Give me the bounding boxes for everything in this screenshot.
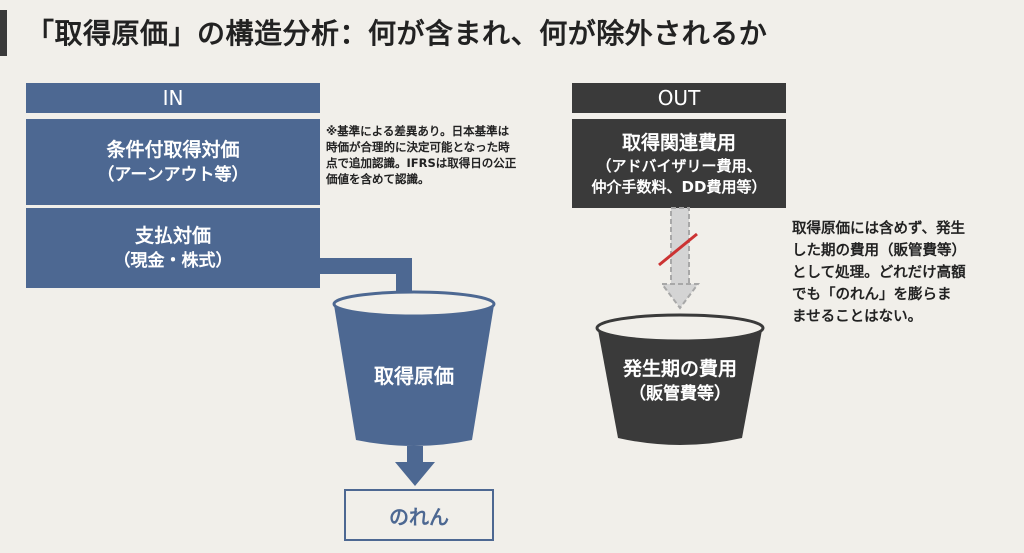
acquisition-costs-box: 取得関連費用 （アドバイザリー費用、 仲介手数料、DD費用等）: [572, 119, 786, 208]
acquisition-costs-sub2: 仲介手数料、DD費用等）: [591, 177, 767, 196]
in-header: IN: [26, 83, 320, 113]
contingent-consideration-label: 条件付取得対価: [106, 139, 240, 161]
contingent-consideration-box: 条件付取得対価 （アーンアウト等）: [26, 119, 320, 205]
expense-note: 取得原価には含めず、発生 した期の費用（販管費等） として処理。どれだけ高額 で…: [792, 218, 1020, 328]
paid-consideration-label: 支払対価: [134, 225, 211, 247]
period-expense-line1: 発生期の費用: [622, 358, 737, 380]
expense-note-line: でも「のれん」を膨らま: [792, 287, 952, 303]
standards-note-line: 時価が合理的に決定可能となった時: [326, 140, 510, 154]
goodwill-arrow: [395, 446, 435, 486]
standards-note-line: 点で追加認識。IFRSは取得日の公正: [326, 156, 517, 170]
page-title: 「取得原価」の構造分析：何が含まれ、何が除外されるか: [26, 17, 768, 50]
expense-note-line: ませることはない。: [792, 309, 923, 325]
expense-note-line: 取得原価には含めず、発生: [792, 221, 965, 237]
paid-consideration-sub: （現金・株式）: [113, 251, 233, 271]
period-expense-line2: （販管費等）: [629, 384, 731, 404]
period-expense-label: 発生期の費用 （販管費等）: [600, 356, 760, 406]
goodwill-label: のれん: [389, 504, 449, 529]
goodwill-box: のれん: [344, 489, 494, 541]
title-accent-bar: [0, 10, 7, 56]
expense-note-line: として処理。どれだけ高額: [792, 265, 966, 281]
contingent-consideration-sub: （アーンアウト等）: [97, 165, 249, 185]
cross-mark-icon: [658, 232, 698, 267]
standards-note-line: 価値を含めて認識。: [326, 172, 430, 186]
acquisition-costs-sub1: （アドバイザリー費用、: [596, 156, 762, 175]
paid-consideration-box: 支払対価 （現金・株式）: [26, 208, 320, 288]
acquisition-cost-bucket: [332, 290, 496, 446]
standards-note: ※基準による差異あり。日本基準は 時価が合理的に決定可能となった時 点で追加認識…: [326, 123, 556, 187]
acquisition-cost-label: 取得原価: [374, 364, 454, 388]
expense-note-line: した期の費用（販管費等）: [792, 243, 966, 259]
standards-note-line: ※基準による差異あり。日本基準は: [326, 124, 510, 138]
period-expense-bucket: [595, 313, 765, 445]
acquisition-costs-label: 取得関連費用: [621, 131, 736, 154]
out-header: OUT: [572, 83, 786, 113]
